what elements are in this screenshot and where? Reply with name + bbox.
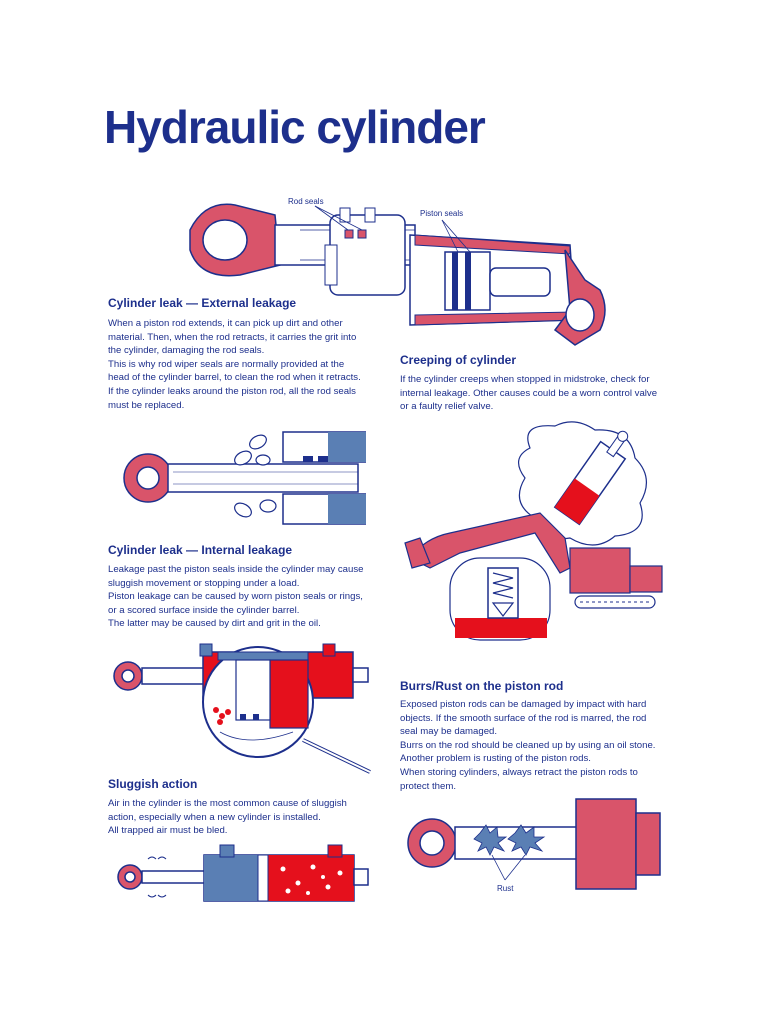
internal-leakage-heading: Cylinder leak — Internal leakage (108, 543, 293, 557)
sluggish-action-heading: Sluggish action (108, 777, 198, 791)
piston-seals-label: Piston seals (420, 209, 463, 218)
creeping-text: If the cylinder creeps when stopped in m… (400, 374, 658, 413)
page-title: Hydraulic cylinder (104, 101, 486, 153)
air-in-cylinder-illustration (117, 844, 369, 902)
external-leakage-heading: Cylinder leak — External leakage (108, 296, 297, 310)
burrs-rust-heading: Burrs/Rust on the piston rod (400, 679, 564, 693)
cutaway-cylinder-illustration: Rod seals Piston seals (189, 197, 606, 346)
creeping-heading: Creeping of cylinder (400, 353, 517, 367)
rust-label: Rust (497, 884, 514, 893)
external-leakage-illustration (123, 431, 366, 525)
rusted-rod-illustration: Rust (407, 798, 661, 893)
rod-seals-label: Rod seals (288, 197, 324, 206)
sluggish-action-text: Air in the cylinder is the most common c… (108, 798, 347, 837)
excavator-creeping-illustration (404, 421, 663, 641)
internal-leakage-illustration (113, 643, 371, 774)
burrs-rust-text: Exposed piston rods can be damaged by im… (400, 699, 656, 792)
external-leakage-text: When a piston rod extends, it can pick u… (108, 318, 361, 411)
internal-leakage-text: Leakage past the piston seals inside the… (108, 564, 364, 630)
